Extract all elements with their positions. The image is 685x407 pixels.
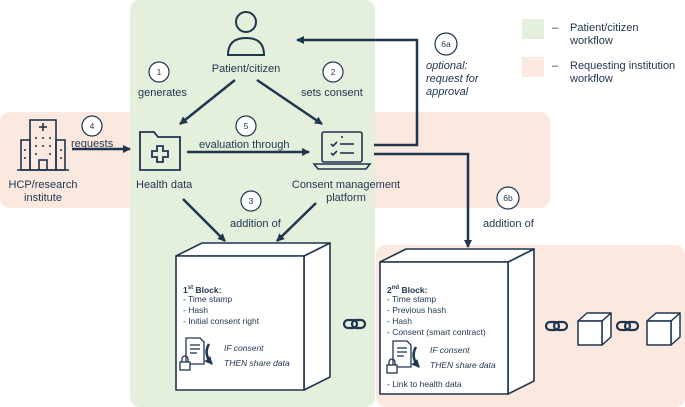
block1-title: 1st Block: bbox=[183, 284, 222, 295]
hospital-icon bbox=[17, 119, 69, 171]
step-3-label: addition of bbox=[230, 218, 281, 230]
legend-dash: – bbox=[552, 60, 559, 72]
step-6a-number: 6a bbox=[441, 39, 451, 49]
step-3-number: 3 bbox=[248, 196, 254, 206]
arrow-cmp-to-block1 bbox=[276, 202, 317, 242]
block1-if-line: IF consent bbox=[224, 343, 264, 353]
patient-label: Patient/citizen bbox=[211, 63, 281, 75]
step-6b-label: addition of bbox=[483, 218, 534, 230]
block1-cube bbox=[175, 242, 331, 391]
laptop-checklist-icon bbox=[312, 131, 372, 170]
step-5-label: evaluation through bbox=[199, 139, 290, 151]
legend-patient-label: Patient/citizen workflow bbox=[570, 22, 639, 47]
block2-item: - Time stamp bbox=[387, 294, 437, 304]
arrow-to-block2 bbox=[374, 152, 472, 248]
step-2-number: 2 bbox=[330, 67, 336, 77]
step-1-number: 1 bbox=[156, 67, 162, 77]
step-4-label: requests bbox=[71, 138, 114, 150]
step-2-circle bbox=[322, 61, 344, 83]
step-4-number: 4 bbox=[89, 121, 95, 131]
step-6a-circle bbox=[434, 32, 458, 56]
hospital-windows bbox=[24, 137, 62, 159]
step-5-circle bbox=[235, 115, 257, 137]
contract-arrow-icon bbox=[204, 343, 213, 365]
legend-institution-label: Requesting institution workflow bbox=[570, 60, 676, 85]
step-3-circle bbox=[240, 190, 262, 212]
chain-link-icon bbox=[342, 318, 367, 330]
cmp-label-line1: Consent management bbox=[291, 179, 401, 191]
legend-swatch-patient bbox=[522, 19, 544, 39]
step-2-label: sets consent bbox=[301, 87, 363, 99]
block2-if-line: IF consent bbox=[430, 345, 470, 355]
hcp-label-line2: institute bbox=[24, 192, 62, 204]
block1-then-line: THEN share data bbox=[224, 358, 290, 368]
block2-footer: - Link to health data bbox=[387, 379, 462, 389]
legend-dash: – bbox=[552, 22, 559, 34]
block1-item: - Hash bbox=[183, 305, 209, 315]
step-1-circle bbox=[148, 61, 170, 83]
contract-arrow-icon bbox=[411, 346, 420, 368]
person-icon bbox=[226, 11, 266, 56]
block2-item: - Hash bbox=[387, 316, 413, 326]
step-6a-line2: request for bbox=[426, 73, 479, 85]
block1-item: - Initial consent right bbox=[183, 316, 260, 326]
step-6b-number: 6b bbox=[503, 193, 513, 203]
arrow-generates bbox=[179, 79, 236, 125]
step-6a-line1: optional: bbox=[426, 60, 468, 72]
block2-then-line: THEN share data bbox=[430, 360, 496, 370]
block2-item: - Consent (smart contract) bbox=[387, 327, 486, 337]
step-5-number: 5 bbox=[243, 121, 249, 131]
arrow-approval bbox=[296, 36, 419, 147]
step-6b-circle bbox=[496, 186, 520, 210]
block2-cube bbox=[379, 248, 535, 395]
health-data-label: Health data bbox=[136, 179, 193, 191]
document-lock-icon bbox=[386, 340, 412, 374]
step-6a-line3: approval bbox=[426, 86, 469, 98]
chain-link-icon bbox=[544, 320, 569, 332]
document-lock-icon bbox=[179, 337, 205, 371]
arrow-sets-consent bbox=[256, 78, 323, 126]
cube-icon bbox=[577, 312, 612, 346]
arrow-data-to-block1 bbox=[182, 198, 226, 242]
folder-medical-icon bbox=[139, 131, 181, 171]
block2-title: 2nd Block: bbox=[387, 284, 428, 295]
cmp-label-line2: platform bbox=[326, 192, 366, 204]
block2-item: - Previous hash bbox=[387, 305, 447, 315]
cube-icon bbox=[646, 312, 681, 346]
hcp-label-line1: HCP/research bbox=[8, 179, 78, 191]
step-4-circle bbox=[81, 115, 103, 137]
block1-item: - Time stamp bbox=[183, 294, 233, 304]
step-1-label: generates bbox=[138, 87, 187, 99]
chain-link-icon bbox=[615, 320, 640, 332]
legend-swatch-institution bbox=[522, 57, 544, 77]
